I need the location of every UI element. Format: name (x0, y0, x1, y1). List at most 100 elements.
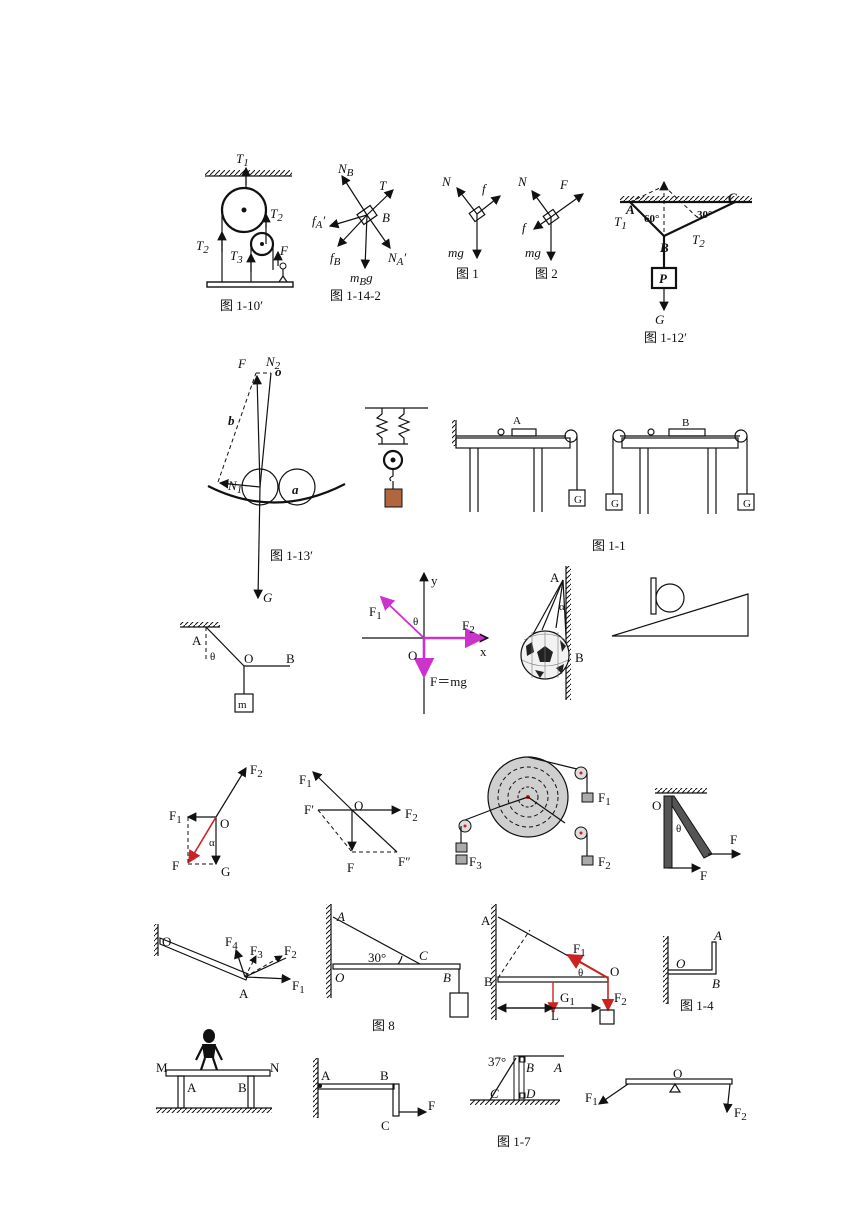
diagram-mass-rope-rod: A θ O B m (180, 622, 295, 713)
label-b: B (712, 976, 720, 991)
label-fa: fA′ (312, 213, 325, 231)
label-b: B (659, 240, 669, 255)
diagram-hanging-weight-ropes: A C T1 60° 30° B T2 P G 图 1-12′ (614, 180, 752, 345)
label-f1: F1 (573, 941, 586, 959)
caption-fig-1-13: 图 1-13′ (270, 548, 313, 563)
diagram-lever-pivot: O F1 F2 (585, 1066, 747, 1123)
label-t1: T1 (236, 151, 249, 169)
label-f2: F2 (250, 762, 263, 780)
label-g: G (221, 864, 230, 879)
label-g: G (574, 494, 582, 506)
label-n1: N1 (227, 478, 242, 496)
diagram-cylinders-in-bowl: F N2 o b N1 a G 图 1-13′ (207, 354, 346, 605)
label-f: F (172, 858, 179, 873)
label-b: b (228, 413, 235, 428)
label-b: B (443, 970, 451, 985)
diagram-force-axes: y F1 θ F2 O x F＝mg (362, 571, 490, 714)
caption-fig-1-10: 图 1-10′ (220, 298, 263, 313)
label-y: y (431, 573, 438, 588)
label-a: a (292, 482, 299, 497)
diagram-l-bracket: A O B 图 1-4 (663, 928, 722, 1013)
label-n2: N2 (265, 354, 281, 372)
label-f: f (522, 220, 528, 235)
label-p: P (659, 271, 668, 286)
label-f: F (428, 1098, 435, 1113)
label-g: G (655, 312, 665, 327)
label-t3: T3 (230, 248, 243, 266)
label-30deg: 30° (697, 209, 712, 221)
label-n: N (441, 174, 452, 189)
label-f2: F2 (462, 618, 475, 636)
label-f4: F4 (225, 934, 238, 952)
caption-fig-1-4: 图 1-4 (680, 998, 714, 1013)
label-f: f (482, 181, 488, 196)
label-x: x (480, 644, 487, 659)
label-o: O (335, 970, 345, 985)
label-f1: F (730, 832, 737, 847)
label-o: O (220, 816, 229, 831)
label-mg: mg (448, 245, 464, 260)
label-f3: F3 (469, 854, 482, 872)
diagram-ball-on-incline (611, 577, 749, 637)
caption-fig1: 图 1 (456, 266, 479, 281)
label-30deg: 30° (368, 950, 386, 965)
label-o: O (676, 956, 686, 971)
label-F: F (559, 177, 569, 192)
label-na: NA′ (387, 250, 406, 268)
label-o: O (354, 798, 363, 813)
label-t2: T2 (692, 232, 705, 250)
label-a: A (481, 913, 491, 928)
diagram-force-decomposition: F1 O F′ F2 F F″ (299, 771, 418, 875)
caption-fig2: 图 2 (535, 266, 558, 281)
label-theta: θ (578, 967, 583, 979)
diagram-cranked-bar: A B F C (313, 1058, 435, 1133)
label-nb: NB (337, 161, 354, 179)
label-f2: F2 (284, 943, 297, 961)
caption-fig8: 图 8 (372, 1018, 395, 1033)
label-o: O (610, 964, 619, 979)
label-g: G (263, 590, 273, 605)
label-a: A (553, 1060, 562, 1075)
label-37deg: 37° (488, 1054, 506, 1069)
label-g-left: G (611, 498, 619, 510)
label-t2-right: T2 (270, 206, 283, 224)
label-alpha: α (559, 601, 565, 613)
label-f2: F2 (734, 1105, 747, 1123)
label-c: C (490, 1086, 499, 1101)
diagram-fig2-forces: N F f mg 图 2 (517, 174, 584, 281)
label-f1: F1 (369, 604, 382, 622)
label-b: B (575, 650, 584, 665)
label-o: O (244, 651, 253, 666)
label-t: T (379, 178, 387, 193)
label-b: B (286, 651, 295, 666)
label-a: A (336, 909, 345, 924)
label-d: D (525, 1086, 536, 1101)
label-b: B (238, 1080, 247, 1095)
label-f-double-prime: F″ (398, 854, 411, 869)
diagram-force-parallelogram: F2 F1 O α F G (169, 762, 263, 879)
label-a: A (550, 570, 560, 585)
label-f-mg: F＝mg (430, 674, 467, 689)
diagram-fig1-forces: N f mg 图 1 (441, 174, 501, 281)
label-f: F (237, 356, 247, 371)
label-l: L (551, 1008, 559, 1023)
label-t1: T1 (614, 214, 627, 232)
label-n: N (517, 174, 528, 189)
diagram-person-on-plank: M N A B (156, 1029, 280, 1113)
label-o: O (162, 934, 171, 949)
label-b: B (484, 974, 493, 989)
label-c: C (419, 948, 428, 963)
label-fb: fB (330, 250, 341, 268)
label-m: m (238, 699, 247, 711)
label-a: A (187, 1080, 197, 1095)
diagram-table-block-b: B G G 图 1-1 (592, 417, 755, 553)
label-o: o (275, 364, 282, 379)
label-n: N (270, 1060, 280, 1075)
label-f-prime: F′ (304, 802, 314, 817)
caption-fig-1-7: 图 1-7 (497, 1134, 531, 1149)
label-f1: F1 (299, 772, 312, 790)
label-o: O (673, 1066, 682, 1081)
label-a: A (625, 202, 635, 217)
caption-fig-1-14-2: 图 1-14-2 (330, 288, 381, 303)
label-f: F (347, 860, 354, 875)
